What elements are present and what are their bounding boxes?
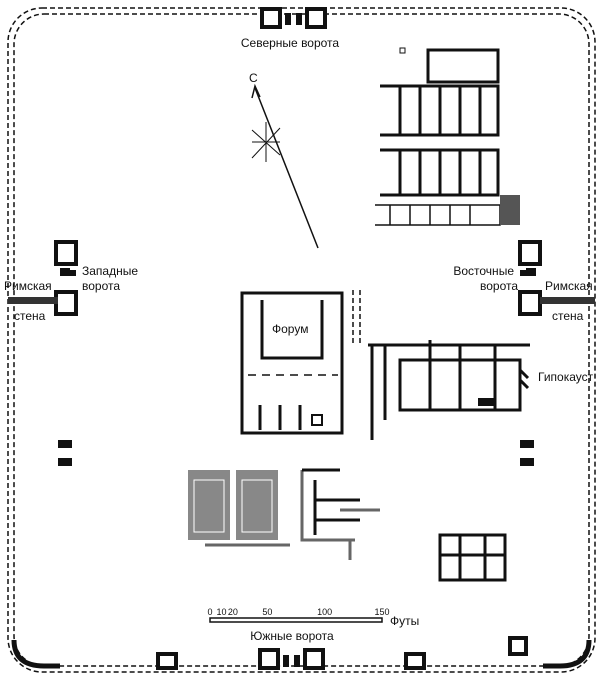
north-gate-label: Северные ворота — [241, 36, 340, 50]
east-roman-wall-label-1: Римская — [545, 279, 593, 293]
west-roman-wall-label-1: Римская — [4, 279, 52, 293]
forum — [240, 291, 344, 435]
south-gate-label: Южные ворота — [250, 629, 334, 643]
east-gate-label-1: Восточные — [453, 264, 514, 278]
north-arrow: С — [249, 71, 319, 249]
west-gate — [8, 240, 78, 466]
scale-tick-label: 10 — [216, 607, 226, 617]
outer-wall-inner — [13, 13, 590, 667]
scale-tick-label: 100 — [317, 607, 332, 617]
scale-tick-label: 20 — [228, 607, 238, 617]
forum-label: Форум — [272, 322, 308, 336]
scale-tick-label: 0 — [207, 607, 212, 617]
west-gate-label-2: ворота — [82, 279, 120, 293]
east-gate-label-2: ворота — [480, 279, 518, 293]
scale-tick-label: 50 — [262, 607, 272, 617]
hypocaust-label: Гипокауст — [538, 370, 594, 384]
granaries — [188, 468, 380, 560]
scale-bar-line — [209, 617, 383, 623]
south-gate — [11, 636, 592, 670]
north-gate — [260, 7, 327, 29]
building-southeast — [438, 533, 507, 582]
north-label: С — [249, 71, 258, 85]
barracks-northeast — [375, 47, 520, 226]
east-gate — [518, 240, 595, 466]
scale-tick-label: 150 — [374, 607, 389, 617]
principia — [352, 290, 530, 440]
east-roman-wall-label-2: стена — [552, 309, 584, 323]
west-roman-wall-label-2: стена — [14, 309, 46, 323]
outer-wall-outer — [7, 7, 596, 673]
scale-unit-label: Футы — [390, 614, 419, 628]
west-gate-label-1: Западные — [82, 264, 138, 278]
